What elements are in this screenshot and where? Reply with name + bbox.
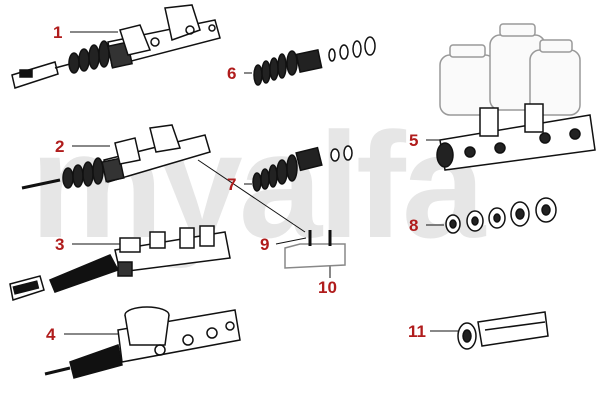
part-6-drawing (253, 36, 376, 86)
part-1-drawing (11, 4, 221, 89)
callout-5[interactable]: 5 (409, 131, 419, 150)
part-3-drawing (9, 225, 231, 301)
callout-1[interactable]: 1 (53, 23, 63, 42)
part-7-drawing (252, 145, 353, 192)
part-5-drawing (436, 23, 596, 171)
callout-4[interactable]: 4 (46, 325, 56, 344)
part-8-drawing (445, 197, 557, 234)
callout-3[interactable]: 3 (55, 235, 65, 254)
part-9-10-drawing (284, 230, 346, 269)
callout-7[interactable]: 7 (227, 175, 237, 194)
part-4-drawing (44, 306, 241, 379)
part-2-drawing (21, 124, 211, 190)
callout-9[interactable]: 9 (260, 235, 270, 254)
callout-6[interactable]: 6 (227, 64, 237, 83)
callout-11[interactable]: 11 (408, 322, 426, 341)
callout-2[interactable]: 2 (55, 137, 65, 156)
part-11-drawing (457, 311, 549, 350)
callout-10[interactable]: 10 (318, 278, 337, 297)
callout-8[interactable]: 8 (409, 216, 419, 235)
